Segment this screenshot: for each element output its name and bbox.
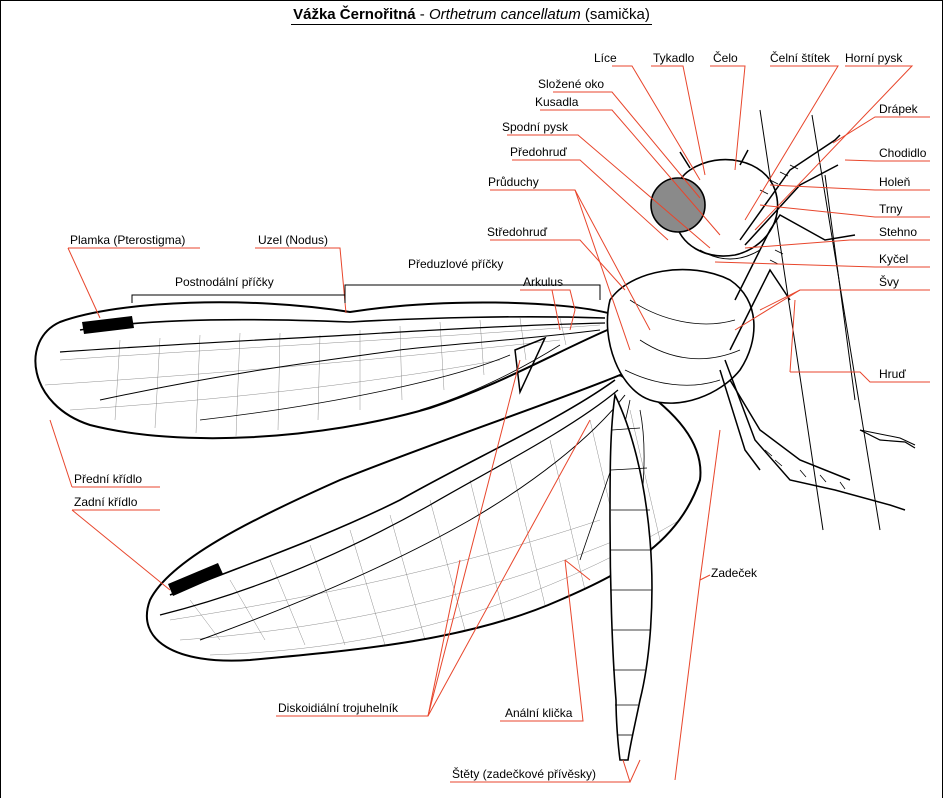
- label-analni: Anální klička: [505, 706, 573, 720]
- label-hrud: Hruď: [879, 367, 906, 381]
- label-lice: Líce: [594, 51, 617, 65]
- label-kusadla: Kusadla: [535, 95, 579, 109]
- label-holen: Holeň: [879, 175, 910, 189]
- label-predohrud: Předohruď: [510, 145, 567, 159]
- label-trny: Trny: [879, 202, 903, 216]
- label-pruduchy: Průduchy: [488, 175, 539, 189]
- label-horni-pysk: Horní pysk: [845, 51, 903, 65]
- label-celo: Čelo: [713, 50, 738, 65]
- label-diskoidialni: Diskoidiální trojuhelník: [278, 701, 399, 715]
- label-plamka: Plamka (Pterostigma): [70, 233, 185, 247]
- label-stety: Štěty (zadečkové přívěsky): [452, 766, 596, 781]
- label-zadecek: Zadeček: [711, 566, 758, 580]
- label-chodidlo: Chodidlo: [879, 146, 927, 160]
- label-tykadlo: Tykadlo: [653, 51, 695, 65]
- label-postnodalni: Postnodální příčky: [175, 275, 274, 289]
- label-stredohrud: Středohruď: [487, 225, 548, 239]
- label-stehno: Stehno: [879, 225, 917, 239]
- plant-stems: [760, 110, 915, 530]
- label-celni-stitek: Čelní štítek: [770, 50, 831, 65]
- label-svy: Švy: [879, 274, 899, 289]
- label-preduzlove: Předuzlové příčky: [408, 257, 503, 271]
- label-kycel: Kyčel: [879, 252, 908, 266]
- label-predni-kridlo: Přední křídlo: [74, 472, 142, 486]
- label-zadni-kridlo: Zadní křídlo: [74, 495, 138, 509]
- label-spodni-pysk: Spodní pysk: [502, 120, 569, 134]
- label-slozene-oko: Složené oko: [538, 77, 604, 91]
- label-uzel: Uzel (Nodus): [258, 233, 328, 247]
- label-arkulus: Arkulus: [523, 275, 563, 289]
- label-drapek: Drápek: [879, 102, 919, 116]
